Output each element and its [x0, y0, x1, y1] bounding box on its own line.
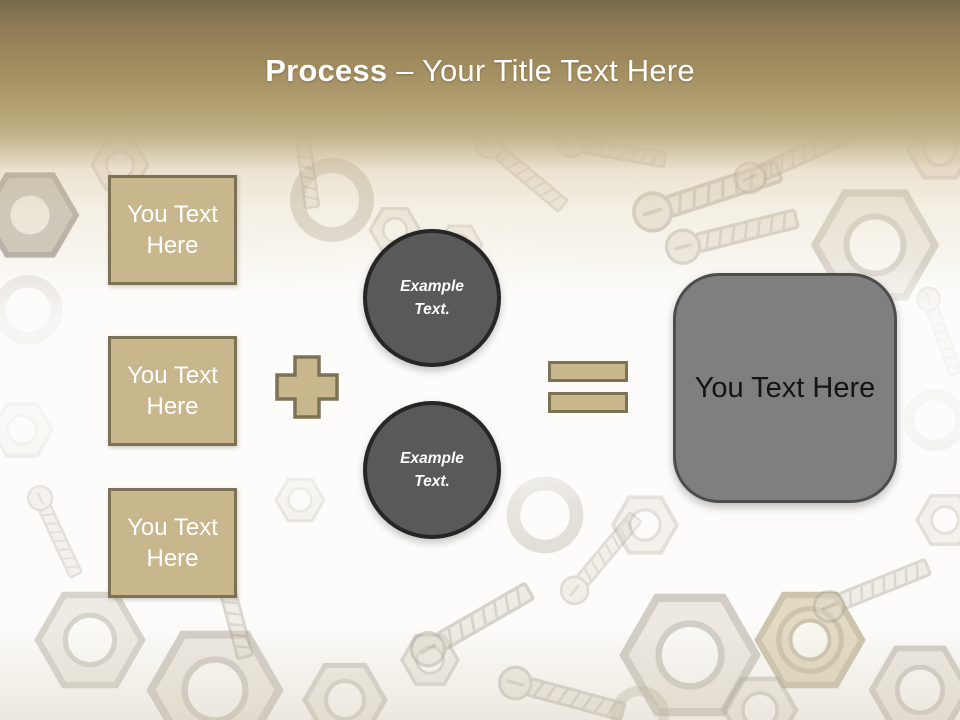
slide-title-keyword: Process: [265, 53, 388, 88]
result-box-label: You Text Here: [694, 371, 876, 404]
plus-shape: [275, 355, 339, 419]
example-circle-2[interactable]: Example Text.: [363, 401, 501, 539]
plus-icon: [274, 354, 340, 420]
process-box-1-label: You Text Here: [127, 201, 218, 259]
result-box[interactable]: You Text Here: [673, 273, 897, 503]
process-box-1[interactable]: You Text Here: [108, 175, 237, 285]
slide-title-rest: – Your Title Text Here: [396, 53, 695, 88]
example-circle-1-label: Example Text.: [400, 278, 464, 318]
equals-bar-bottom: [548, 392, 628, 413]
process-box-3[interactable]: You Text Here: [108, 488, 237, 598]
example-circle-2-label: Example Text.: [400, 450, 464, 490]
process-box-2-label: You Text Here: [127, 362, 218, 420]
equals-icon: [548, 361, 628, 414]
process-box-3-label: You Text Here: [127, 514, 218, 572]
process-box-2[interactable]: You Text Here: [108, 336, 237, 446]
equals-bar-top: [548, 361, 628, 382]
slide-title: Process– Your Title Text Here: [0, 53, 960, 89]
example-circle-1[interactable]: Example Text.: [363, 229, 501, 367]
